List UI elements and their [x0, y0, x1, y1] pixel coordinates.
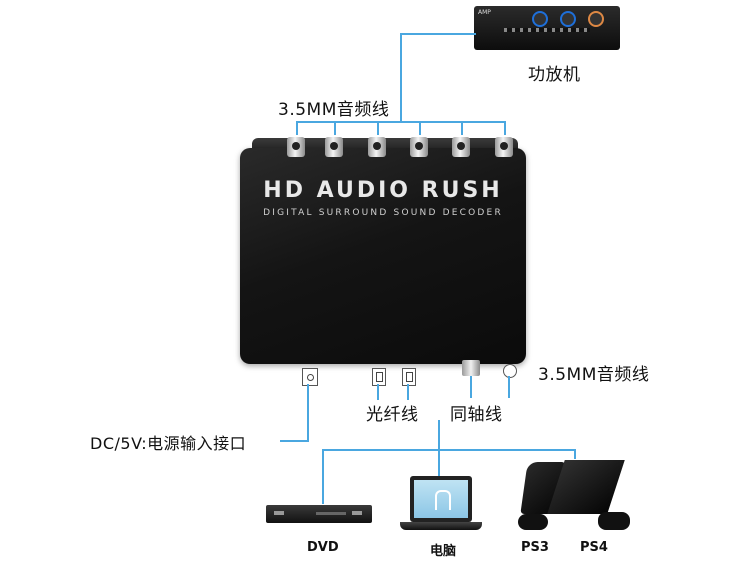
trunk-line [438, 420, 440, 450]
dc-port [302, 368, 318, 386]
controller-ps3-image [518, 514, 548, 530]
rca-jack-5 [450, 133, 472, 159]
pc-label: 电脑 [430, 544, 457, 559]
dc-line [307, 384, 309, 441]
rca-bus-line [296, 121, 506, 123]
device-title: HD AUDIO RUSH [263, 178, 503, 203]
branch-line [322, 449, 576, 451]
ps4-label: PS4 [580, 540, 608, 555]
audio-cable-right-label: 3.5MM音频线 [538, 365, 650, 385]
audio-out-port [503, 364, 517, 378]
decoder-device: HD AUDIO RUSH DIGITAL SURROUND SOUND DEC… [240, 148, 526, 364]
rca-jack-1 [285, 133, 307, 159]
rca-jack-6 [493, 133, 515, 159]
amp-line-h [400, 33, 476, 35]
optical-label: 光纤线 [366, 405, 419, 425]
laptop-base [400, 522, 482, 530]
audio-out-line [508, 376, 510, 398]
optical-port-1 [372, 368, 386, 386]
rca-jack-2 [323, 133, 345, 159]
amp-line-v [400, 33, 402, 121]
controller-ps4-image [598, 512, 630, 530]
optical-port-2 [402, 368, 416, 386]
audio-cable-top-label: 3.5MM音频线 [278, 100, 390, 120]
ps3-label: PS3 [521, 540, 549, 555]
rca-jack-3 [366, 133, 388, 159]
dvd-player-image [266, 505, 372, 523]
rca-jack-4 [408, 133, 430, 159]
coaxial-port [462, 360, 480, 376]
optical-line [377, 384, 379, 400]
amplifier-label: 功放机 [528, 65, 581, 85]
amplifier-image: AMP [474, 6, 620, 50]
coaxial-line [470, 376, 472, 398]
device-subtitle: DIGITAL SURROUND SOUND DECODER [263, 208, 503, 218]
dvd-label: DVD [307, 540, 339, 555]
coaxial-label: 同轴线 [450, 405, 503, 425]
laptop-image [410, 476, 472, 522]
power-label: DC/5V:电源输入接口 [90, 434, 247, 453]
